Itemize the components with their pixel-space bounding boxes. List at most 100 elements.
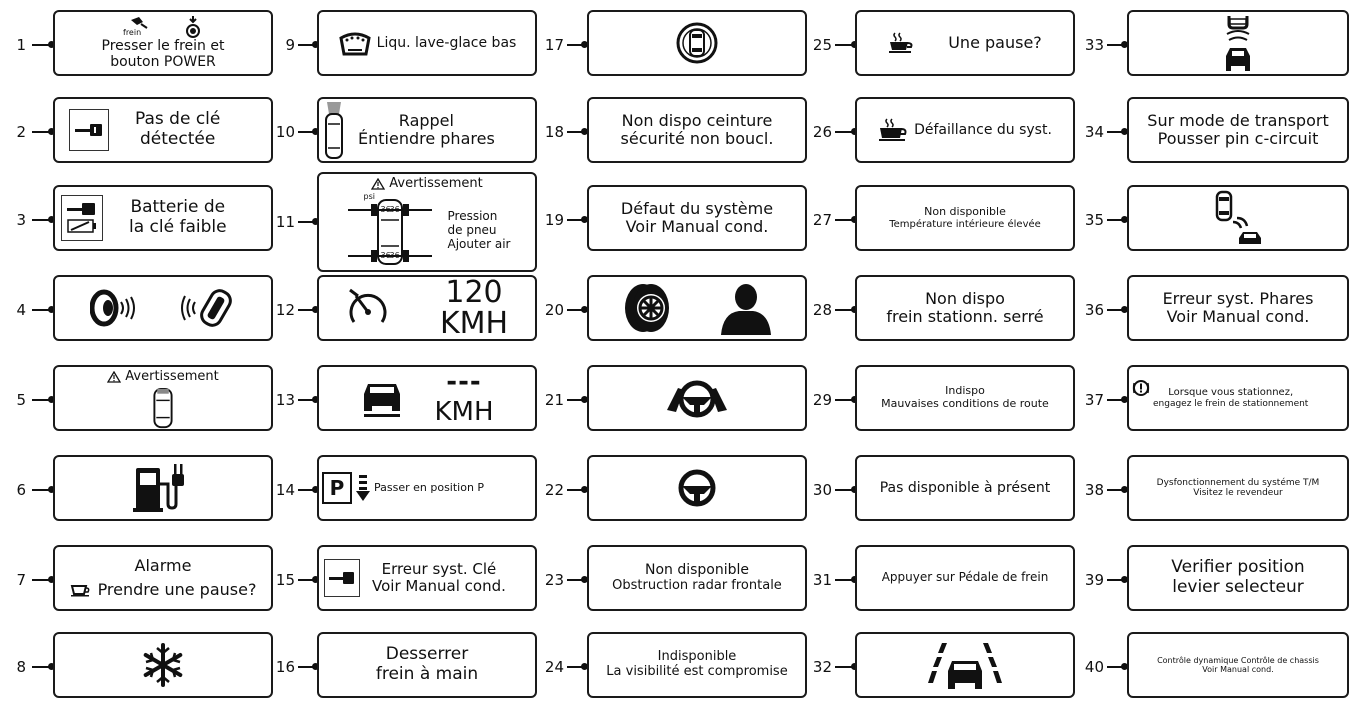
item-number: 18 bbox=[544, 123, 564, 141]
item-39: 39 Verifier position levier selecteur bbox=[1080, 545, 1359, 615]
message-line: Défaut du système bbox=[620, 198, 774, 218]
item-25: 25 Une pause? bbox=[810, 10, 1080, 80]
message-line: Liqu. lave-glace bas bbox=[376, 34, 517, 51]
warning-triangle-icon bbox=[371, 178, 386, 191]
message-line: Non disponible bbox=[644, 562, 750, 579]
charging-pump-icon bbox=[133, 464, 184, 512]
item-number: 19 bbox=[544, 211, 564, 229]
message-panel: Erreur syst. Clé Voir Manual cond. bbox=[317, 545, 537, 611]
message-line: Alarme bbox=[134, 555, 192, 575]
item-14: 14 P Passer en position P bbox=[275, 455, 540, 525]
item-number: 8 bbox=[16, 658, 26, 676]
speed-unit: KMH bbox=[439, 306, 509, 341]
speed-unit: KMH bbox=[434, 397, 494, 427]
message-line: Indispo bbox=[945, 384, 985, 398]
item-number: 4 bbox=[16, 301, 26, 319]
message-line: Non disponible bbox=[924, 204, 1006, 218]
item-number: 34 bbox=[1084, 123, 1104, 141]
park-box: P bbox=[322, 472, 352, 504]
item-number: 35 bbox=[1084, 211, 1104, 229]
item-18: 18 Non dispo ceinture sécurité non boucl… bbox=[540, 97, 810, 167]
key-fob-icon bbox=[324, 559, 360, 597]
message-panel: frein Presser le frein et bouton POWER bbox=[53, 10, 273, 76]
item-number: 37 bbox=[1084, 391, 1104, 409]
message-line: Avertissement bbox=[389, 176, 483, 191]
coffee-cup-icon bbox=[889, 32, 913, 53]
snowflake-icon bbox=[143, 643, 183, 687]
message-panel bbox=[53, 632, 273, 698]
message-panel: Dysfonctionnement du systéme T/M Visitez… bbox=[1127, 455, 1349, 521]
message-panel: Appuyer sur Pédale de frein bbox=[855, 545, 1075, 611]
coffee-cup-icon bbox=[70, 585, 89, 597]
item-number: 31 bbox=[812, 571, 832, 589]
park-letter: P bbox=[329, 476, 345, 500]
psi-label: psi bbox=[363, 191, 375, 201]
message-panel: Pas de clé détectée bbox=[53, 97, 273, 163]
message-line: détectée bbox=[140, 129, 216, 149]
person-icon bbox=[721, 284, 771, 335]
item-number: 39 bbox=[1084, 571, 1104, 589]
message-panel: Une pause? bbox=[855, 10, 1075, 76]
power-button-icon bbox=[186, 15, 200, 38]
washer-fluid-icon bbox=[339, 32, 371, 56]
item-29: 29 Indispo Mauvaises conditions de route bbox=[810, 365, 1080, 435]
speed-value: --- bbox=[446, 367, 482, 398]
wheel-icon bbox=[625, 284, 669, 332]
item-34: 34 Sur mode de transport Pousser pin c-c… bbox=[1080, 97, 1359, 167]
item-9: 9 Liqu. lave-glace bas bbox=[275, 10, 540, 80]
item-number: 25 bbox=[812, 36, 832, 54]
item-13: 13 --- KMH bbox=[275, 365, 540, 435]
item-number: 21 bbox=[544, 391, 564, 409]
message-line: Température intérieure élevée bbox=[889, 218, 1041, 230]
message-panel: 120 KMH bbox=[317, 275, 537, 341]
message-line: sécurité non boucl. bbox=[620, 129, 774, 148]
tire-value: 36 bbox=[389, 250, 400, 260]
brake-label: frein bbox=[123, 27, 142, 37]
message-panel: P Passer en position P bbox=[317, 455, 537, 521]
message-panel: Avertissement psi 36 36 36 bbox=[317, 172, 537, 272]
item-number: 13 bbox=[275, 391, 295, 409]
car-headlight-icon bbox=[325, 102, 343, 159]
message-line: Pression bbox=[447, 209, 498, 224]
message-line: Une pause? bbox=[948, 32, 1042, 52]
item-40: 40 Contrôle dynamique Contrôle de chassi… bbox=[1080, 632, 1359, 702]
item-number: 15 bbox=[275, 571, 295, 589]
key-battery-icon bbox=[61, 195, 103, 241]
key-fob-signal-icon bbox=[181, 289, 232, 327]
item-number: 40 bbox=[1084, 658, 1104, 676]
item-21: 21 bbox=[540, 365, 810, 435]
message-line: Prendre une pause? bbox=[97, 580, 257, 599]
message-line: Pas disponible à présent bbox=[879, 479, 1051, 496]
message-line: frein stationn. serré bbox=[886, 307, 1044, 326]
message-line: Appuyer sur Pédale de frein bbox=[881, 570, 1049, 585]
steering-hands-icon bbox=[667, 380, 727, 418]
item-27: 27 Non disponible Température intérieure… bbox=[810, 185, 1080, 255]
item-number: 38 bbox=[1084, 481, 1104, 499]
message-panel bbox=[53, 275, 273, 341]
item-8: 8 bbox=[0, 632, 275, 702]
park-arrow-icon bbox=[356, 475, 370, 501]
message-line: frein à main bbox=[375, 664, 479, 684]
message-panel: Indisponible La visibilité est compromis… bbox=[587, 632, 807, 698]
item-24: 24 Indisponible La visibilité est compro… bbox=[540, 632, 810, 702]
message-panel: Desserrer frein à main bbox=[317, 632, 537, 698]
item-number: 20 bbox=[544, 301, 564, 319]
message-panel: Défaillance du syst. bbox=[855, 97, 1075, 163]
item-7: 7 Alarme Prendre une pause? bbox=[0, 545, 275, 615]
message-panel bbox=[587, 275, 807, 341]
tire-value: 36 bbox=[389, 204, 400, 214]
message-line: Obstruction radar frontale bbox=[612, 577, 782, 593]
item-32: 32 bbox=[810, 632, 1080, 702]
message-line: Non dispo ceinture bbox=[621, 110, 773, 130]
item-number: 11 bbox=[275, 213, 295, 231]
message-panel: Non dispo frein stationn. serré bbox=[855, 275, 1075, 341]
message-line: La visibilité est compromise bbox=[606, 664, 788, 679]
item-4: 4 bbox=[0, 275, 275, 345]
item-number: 36 bbox=[1084, 301, 1104, 319]
message-line: Dysfonctionnement du systéme T/M bbox=[1156, 477, 1320, 488]
message-line: Erreur syst. Phares bbox=[1162, 288, 1314, 308]
item-number: 29 bbox=[812, 391, 832, 409]
car-following-icon bbox=[1215, 190, 1261, 244]
key-signal-icon bbox=[90, 289, 135, 327]
item-number: 23 bbox=[544, 571, 564, 589]
